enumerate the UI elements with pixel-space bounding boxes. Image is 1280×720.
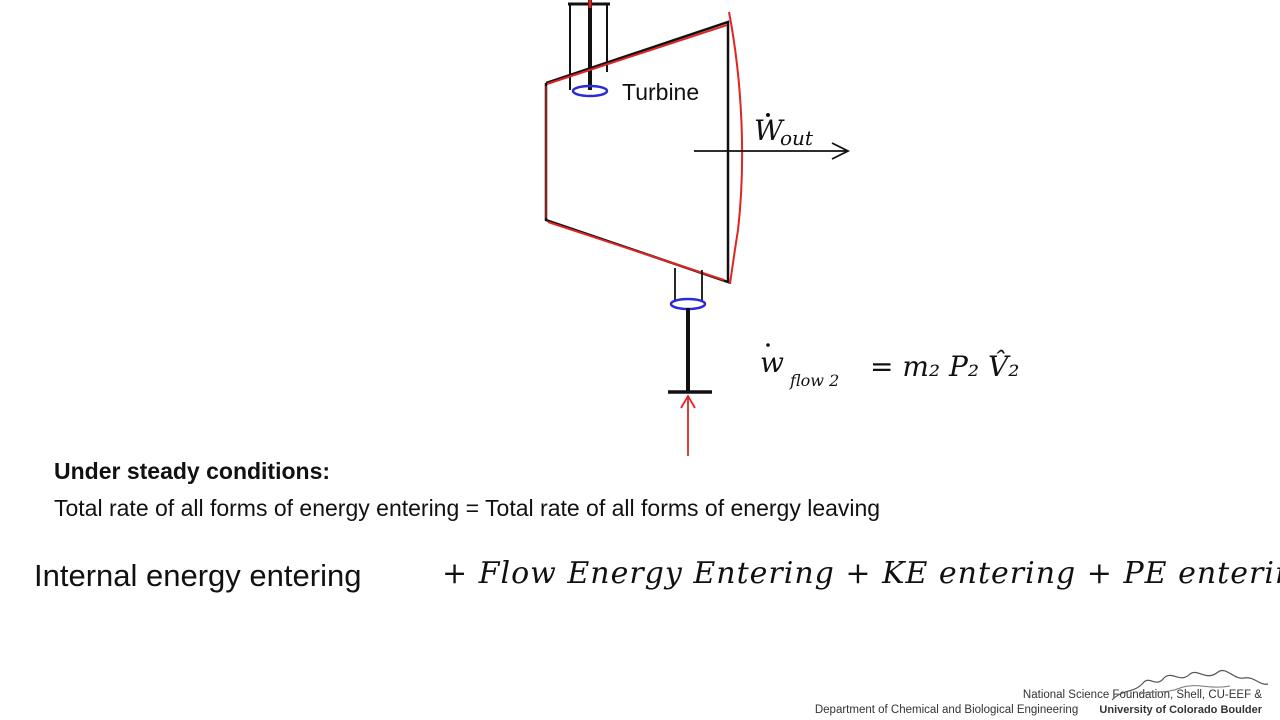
steady-conditions-block: Under steady conditions: Total rate of a…	[54, 458, 880, 522]
mountain-logo-icon	[1111, 670, 1269, 701]
turbine-body	[544, 20, 730, 284]
handwritten-terms: + Flow Energy Entering + KE entering + P…	[442, 556, 1280, 591]
work-out-arrow	[694, 142, 851, 160]
energy-balance-statement: Total rate of all forms of energy enteri…	[54, 495, 881, 521]
footer-line-1: National Science Foundation, Shell, CU-E…	[1022, 689, 1262, 701]
internal-energy-term: Internal energy entering	[34, 558, 362, 593]
top-shaft	[568, 0, 610, 98]
footer-line-2: Department of Chemical and Biological En…	[814, 704, 1079, 716]
turbine-label: Turbine	[622, 79, 699, 105]
footer-line-2-row: Department of Chemical and Biological En…	[815, 703, 1262, 718]
flow-work-symbol: w	[760, 346, 784, 379]
flow-work-equation: w flow 2 = m₂ P₂ V̂₂	[760, 343, 1019, 390]
bottom-shaft	[668, 268, 712, 394]
control-volume-outline	[545, 11, 744, 285]
inlet-arrow	[680, 394, 696, 456]
work-out-label: W out	[754, 113, 814, 150]
flow-work-subscript: flow 2	[789, 371, 839, 390]
energy-entering-equation: Internal energy entering + Flow Energy E…	[34, 556, 1280, 608]
work-out-symbol: W	[754, 114, 785, 147]
university-logo: University of Colorado Boulder	[1099, 704, 1262, 716]
footer-credits: National Science Foundation, Shell, CU-E…	[815, 688, 1262, 718]
work-out-subscript: out	[780, 126, 814, 150]
heading: Under steady conditions:	[54, 458, 331, 484]
flow-work-rhs: = m₂ P₂ V̂₂	[870, 350, 1019, 383]
